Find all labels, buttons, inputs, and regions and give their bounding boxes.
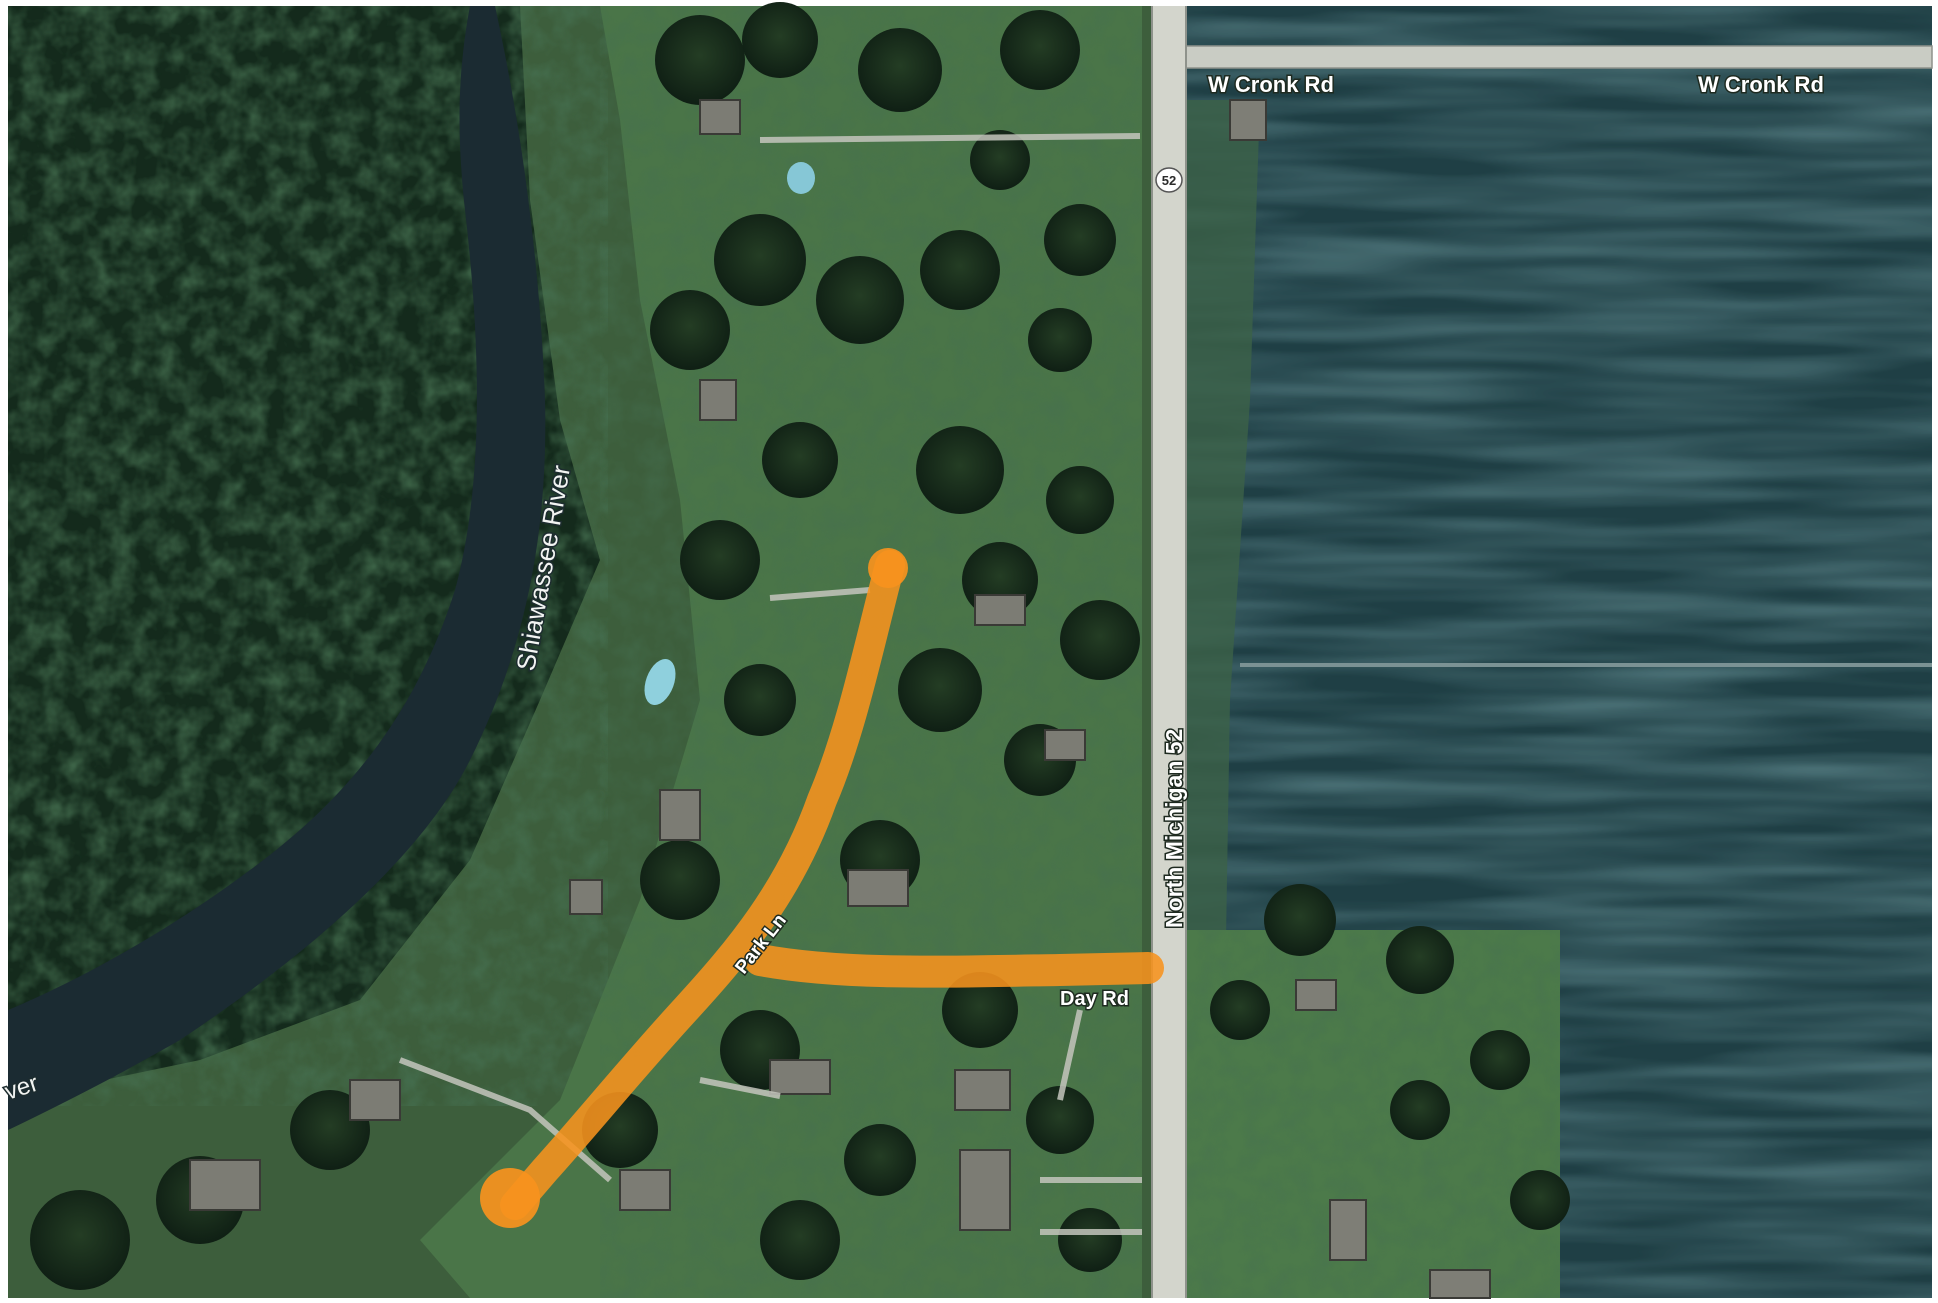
label-w-cronk-rd-left: W Cronk Rd	[1208, 72, 1334, 97]
label-w-cronk-rd-right: W Cronk Rd	[1698, 72, 1824, 97]
buildings	[189, 99, 1086, 1231]
river-body	[8, 6, 546, 1130]
svg-text:52: 52	[1162, 173, 1176, 188]
pool	[787, 162, 815, 194]
day-rd-highlight[interactable]	[744, 944, 1164, 988]
north-michigan-52[interactable]	[1152, 6, 1186, 1298]
label-day-rd: Day Rd	[1060, 988, 1129, 1010]
w-cronk-rd[interactable]	[1185, 46, 1932, 68]
highlighted-roads[interactable]	[480, 548, 1164, 1228]
driveways	[398, 133, 1142, 1235]
park-ln-end-south	[480, 1168, 540, 1228]
pool	[644, 658, 676, 706]
park-ln-highlight[interactable]	[500, 550, 905, 1220]
park-ln-end-north	[868, 548, 908, 588]
buildings-east	[1229, 99, 1491, 1299]
tree-canopies-east	[1210, 884, 1570, 1230]
highway-shield-icon: 52	[1155, 167, 1183, 193]
label-north-michigan-52: North Michigan 52	[1161, 729, 1187, 928]
